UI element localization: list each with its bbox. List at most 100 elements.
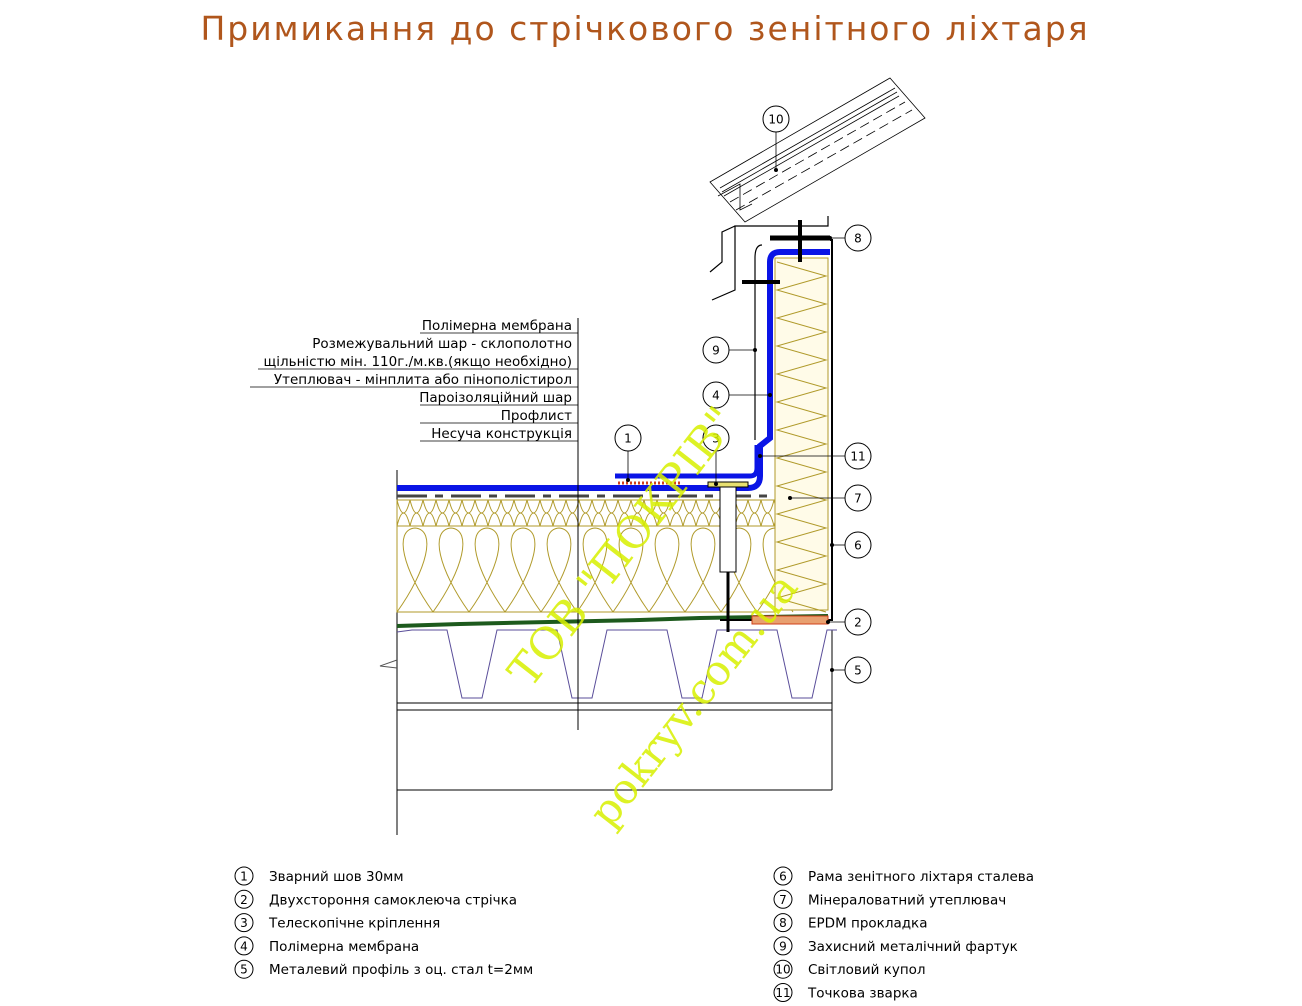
legend-text: Зварний шов 30мм: [269, 869, 404, 885]
drawing-title: Примикання до стрічкового зенітного ліхт…: [200, 9, 1089, 48]
callout-number: 1: [624, 432, 632, 446]
layer-label: щільністю мін. 110г./м.кв.(якщо необхідн…: [264, 354, 572, 370]
insulation-loop: [656, 499, 671, 527]
callout-2: 2: [826, 608, 872, 636]
legend-number: 8: [779, 916, 787, 930]
legend-number: 1: [240, 870, 248, 884]
layer-label: Профлист: [501, 408, 572, 424]
layer-label: Утеплювач - мінплита або пінополістирол: [274, 372, 572, 388]
callout-circle: [844, 656, 872, 684]
callout-11: 11: [758, 442, 872, 470]
callout-circle: [762, 105, 790, 133]
callout-number: 7: [854, 492, 862, 506]
callout-10: 10: [762, 105, 790, 172]
callout-6: 6: [830, 531, 872, 559]
legend-number: 4: [240, 939, 248, 953]
legend-number: 3: [240, 916, 248, 930]
legend-number-circle: [234, 866, 254, 886]
legend-item: 3 Телескопічне кріплення: [234, 913, 440, 933]
callout-circle: [614, 424, 642, 452]
insulation-loop: [422, 499, 437, 527]
insulation-loop: [734, 499, 749, 527]
legend-text: Полімерна мембрана: [269, 939, 419, 955]
insulation-loop: [540, 527, 578, 613]
legend-text: Захисний металічний фартук: [808, 939, 1018, 955]
callout-7: 7: [788, 484, 872, 512]
callout-4: 4: [702, 381, 772, 409]
legend-text: Мінераловатний утеплювач: [808, 892, 1006, 908]
insulation-loop: [684, 527, 722, 613]
legend-number-circle: [773, 959, 793, 979]
insulation-loop: [504, 527, 542, 613]
callout-8: 8: [828, 224, 872, 252]
legend-number-circle: [234, 913, 254, 933]
insulation-hatch: [775, 261, 828, 613]
legend-item: 4 Полімерна мембрана: [234, 936, 419, 956]
insulation-loop: [474, 499, 489, 527]
legend-number-circle: [773, 889, 793, 909]
insulation-loop: [526, 499, 541, 527]
legend-text: Точкова зварка: [807, 986, 918, 1002]
legend-item: 7 Мінераловатний утеплювач: [773, 889, 1006, 909]
insulation-loop: [396, 527, 434, 613]
insulation-loop: [461, 499, 476, 527]
legend-number-circle: [234, 889, 254, 909]
callout-number: 3: [712, 432, 720, 446]
insulation-loop: [747, 499, 762, 527]
legend-number-circle: [773, 913, 793, 933]
legend-number-circle: [234, 936, 254, 956]
metal-apron: [709, 216, 830, 440]
legend-number: 6: [779, 870, 787, 884]
insulation-loop: [643, 499, 658, 527]
callout-circle: [844, 484, 872, 512]
legend-number-circle: [773, 936, 793, 956]
insulation-loop: [432, 527, 470, 613]
insulation-loop: [682, 499, 697, 527]
insulation-loop: [448, 499, 463, 527]
legend-text: Телескопічне кріплення: [268, 916, 440, 932]
insulation-loop: [578, 499, 593, 527]
insulation-loop: [760, 499, 775, 527]
insulation-loop: [604, 499, 619, 527]
callouts: 1 2 3 4 5 6 7 8 9 10 11: [614, 105, 872, 684]
layer-label: Розмежувальний шар - склополотно: [312, 336, 572, 352]
layer-label: Полімерна мембрана: [422, 318, 572, 334]
callout-number: 10: [768, 113, 783, 127]
skylight-dome: [709, 77, 926, 223]
legend-number-circle: [773, 866, 793, 886]
insulation-loop: [513, 499, 528, 527]
insulation-loop: [500, 499, 515, 527]
callout-number: 5: [854, 664, 862, 678]
callout-number: 9: [712, 344, 720, 358]
legend-item: 11 Точкова зварка: [773, 983, 918, 1002]
skylight-mineral-insulation: [774, 257, 829, 611]
insulation-loop: [648, 527, 686, 613]
callout-circle: [844, 531, 872, 559]
legend-text: EPDM прокладка: [808, 916, 927, 932]
insulation-loop: [591, 499, 606, 527]
callout-circle: [702, 381, 730, 409]
insulation-loop: [565, 499, 580, 527]
profiled-deck: [396, 629, 837, 699]
callout-9: 9: [702, 336, 757, 364]
insulation-loop: [720, 527, 758, 613]
callout-circle: [844, 442, 872, 470]
callout-1: 1: [614, 424, 642, 482]
legend-item: 5 Металевий профіль з оц. стал t=2мм: [234, 959, 533, 979]
legend-number: 7: [779, 893, 787, 907]
insulation-loop: [539, 499, 554, 527]
callout-circle: [844, 608, 872, 636]
insulation-loop: [617, 499, 632, 527]
callout-number: 11: [850, 450, 865, 464]
legend-number: 11: [775, 986, 790, 1000]
insulation-loop: [468, 527, 506, 613]
polymer-membrane: [397, 249, 830, 491]
legend-text: Металевий профіль з оц. стал t=2мм: [269, 962, 533, 978]
legend-number: 5: [240, 963, 248, 977]
callout-5: 5: [830, 656, 872, 684]
